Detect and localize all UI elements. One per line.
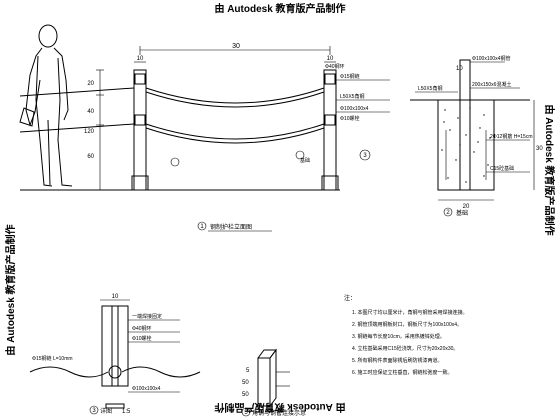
detail-number: 3 [92, 408, 96, 414]
watermark-right: 由 Autodesk 教育版产品制作 [543, 104, 556, 235]
label-det-plate: Φ100x100x4 [132, 386, 161, 392]
notes-header: 注： [344, 294, 356, 302]
note-3: 3. 钢链每节长度10cm，采用热镀锌处理。 [352, 333, 445, 340]
label-angle-f: L50X5角钢 [418, 85, 442, 92]
note-1: 1. 本图尺寸均以厘米计，角钢与钢管采用焊接连接。 [352, 309, 468, 316]
label-plate-f: Φ100x100x4钢管 [472, 55, 510, 62]
person-figure [19, 24, 73, 187]
foundation-post [459, 59, 471, 191]
foundation-view: Φ100x100x4钢管 L50X5角钢 200x150x6混凝土 2Φ12钢筋… [410, 55, 543, 217]
label-concrete: 200x150x6混凝土 [472, 81, 511, 88]
elevation-number: 1 [200, 224, 204, 230]
dim-f-width: 20 [463, 204, 470, 210]
chain-upper [145, 87, 325, 104]
notes-block: 注： 1. 本图尺寸均以厘米计，角钢与钢管采用焊接连接。 2. 钢管顶端用钢板封… [344, 294, 468, 376]
watermark-bottom: 由 Autodesk 教育版产品制作 [214, 401, 345, 414]
dim-det-50b: 50 [242, 392, 249, 398]
chain-lower [145, 123, 325, 140]
label-det-bolt: Φ10螺栓 [132, 335, 152, 342]
dim-det-50a: 50 [242, 380, 249, 386]
bracket-number: 5 [244, 410, 248, 416]
foundation-title: 基础 [456, 209, 468, 217]
elevation-view: 30 10 10 20 40 120 60 [19, 43, 390, 232]
dim-h20: 20 [87, 81, 94, 87]
label-foot: 基础 [300, 157, 310, 164]
watermark-left: 由 Autodesk 教育版产品制作 [4, 224, 17, 355]
dim-det-width: 10 [112, 294, 119, 300]
elevation-title: 钢制护栏立面图 [210, 223, 252, 231]
dim-det-5: 5 [246, 368, 250, 374]
post-left [133, 69, 147, 191]
note-4: 4. 立柱基础采用C15砼浇筑，尺寸为20x20x30。 [352, 345, 458, 352]
label-gravel: C15砼基础 [490, 165, 514, 172]
bracket-title: 角钢与钢管连接示意 [252, 409, 306, 417]
label-plate: Φ100x100x4 [340, 106, 369, 112]
label-chain: Φ15钢链 [340, 73, 360, 80]
dim-h120: 120 [84, 129, 95, 135]
dim-post-right: 10 [327, 56, 334, 62]
dim-post-left: 10 [137, 56, 144, 62]
note-6: 6. 施工时应保证立柱垂直，钢链松弛度一致。 [352, 369, 453, 376]
label-bolt: Φ10螺栓 [340, 115, 360, 122]
dim-f-top: 10 [456, 66, 463, 72]
label-det-tag: 一端焊接固定 [132, 313, 162, 320]
dim-f-depth: 30 [536, 146, 543, 152]
dim-h40: 40 [87, 109, 94, 115]
dim-span: 30 [232, 43, 240, 50]
watermark-top: 由 Autodesk 教育版产品制作 [214, 2, 345, 15]
label-angle: L50X5角钢 [340, 93, 364, 100]
bracket-angle [257, 357, 271, 407]
callout-3: 3 [363, 153, 367, 159]
label-det-chain: Φ15钢链 L=10mm [32, 355, 73, 362]
detail-scale: 1:5 [122, 409, 131, 415]
label-rebar: 2Φ12钢筋 H=15cm [490, 133, 532, 140]
dim-h60: 60 [87, 154, 94, 160]
bracket-view: 5 50 50 5 角钢与钢管连接示意 [241, 348, 306, 417]
note-5: 5. 所有钢构件表面除锈后刷防锈漆两道。 [352, 357, 443, 364]
post-right [323, 69, 337, 191]
label-ring: Φ40钢环 [325, 63, 345, 70]
detail-title: 详图 [100, 407, 112, 415]
foundation-block [437, 99, 495, 191]
note-2: 2. 钢管顶端用钢板封口，钢板尺寸为100x100x4。 [352, 321, 462, 328]
label-det-ring: Φ40钢环 [132, 325, 152, 332]
concrete-hatch [441, 107, 491, 183]
detail-chain [29, 366, 109, 378]
detail-view: 10 一端焊接固定 Φ40钢环 Φ10螺栓 Φ15钢链 L=10mm Φ100x… [29, 294, 201, 415]
foundation-number: 2 [446, 210, 450, 216]
detail-post [101, 305, 129, 387]
